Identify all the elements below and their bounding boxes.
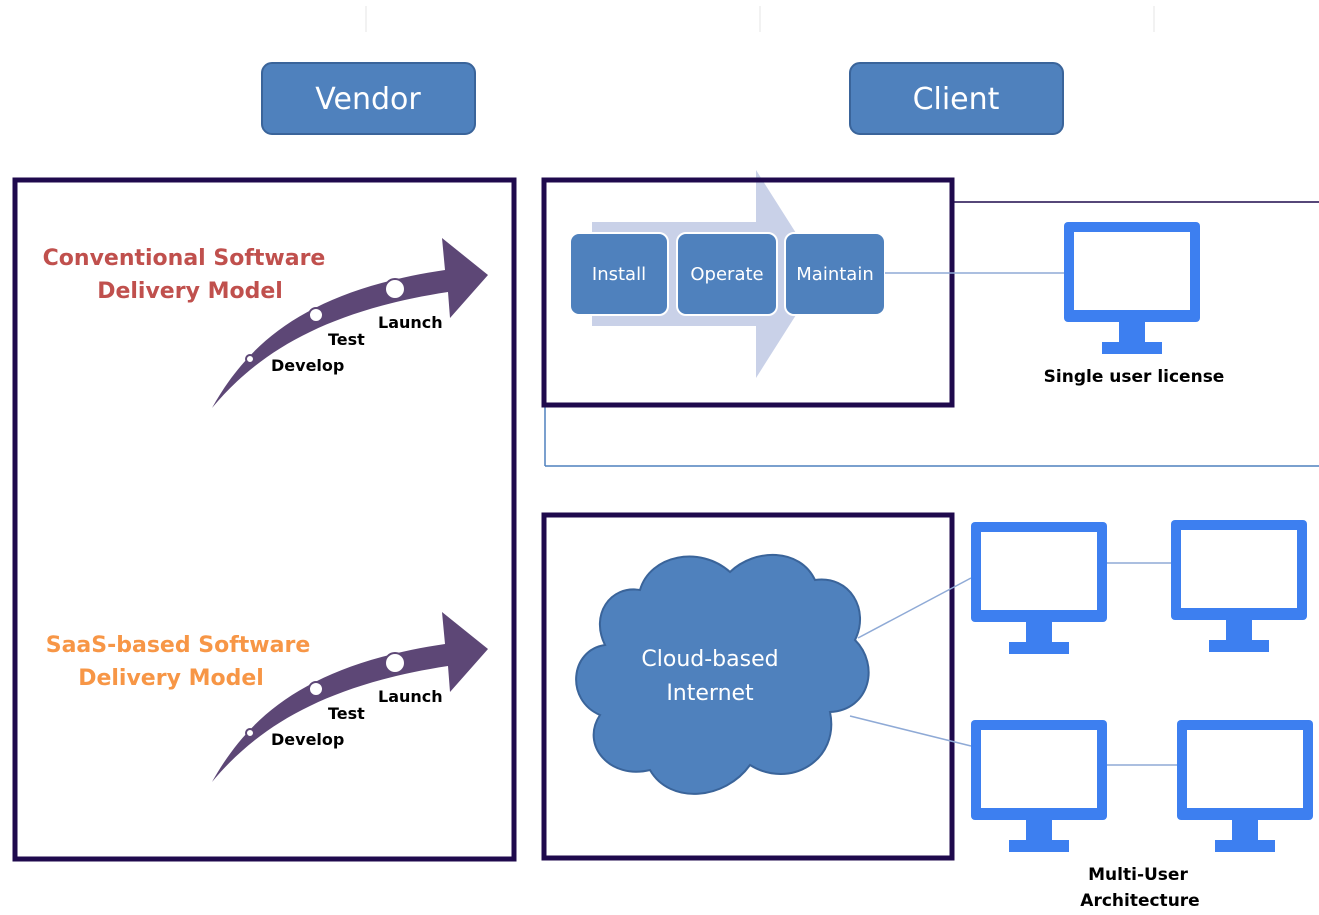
develop-milestone-dot: [245, 728, 255, 738]
cloud-panel: Cloud-based Internet: [541, 512, 955, 861]
client-header: Client: [849, 62, 1064, 135]
multi-user-caption-line1: Multi-User: [1088, 865, 1188, 885]
saas-stage-develop: Develop: [271, 730, 344, 749]
vendor-header: Vendor: [261, 62, 476, 135]
launch-milestone-dot: [384, 652, 406, 674]
cloud-to-top-connector: [857, 577, 972, 639]
cloud-to-bottom-connector: [849, 715, 972, 747]
process-frame: [541, 177, 955, 408]
single-user-monitor-icon: [1064, 222, 1200, 354]
conventional-growth-arrow: [212, 238, 488, 408]
test-milestone-dot: [308, 681, 324, 697]
saas-title-line1: SaaS-based Software: [46, 633, 311, 658]
saas-stage-test: Test: [328, 704, 365, 723]
vendor-header-label: Vendor: [315, 82, 421, 117]
client-header-label: Client: [913, 82, 1000, 117]
cloud-frame: [541, 512, 955, 861]
multi-user-caption-line2: Architecture: [1080, 891, 1199, 911]
monitor-icon: [1177, 720, 1313, 852]
cloud-label-line1: Cloud-based: [641, 647, 778, 672]
cloud-icon: [575, 553, 870, 795]
multi-user-architecture: Multi-User Architecture: [849, 520, 1313, 911]
saas-title-line2: Delivery Model: [78, 666, 264, 691]
operate-step: [676, 232, 778, 316]
install-step: [569, 232, 669, 316]
maintain-step: [784, 232, 886, 316]
conventional-stage-test: Test: [328, 330, 365, 349]
saas-model: SaaS-based Software Delivery Model Devel…: [46, 612, 488, 782]
develop-milestone-dot: [245, 354, 255, 364]
conventional-stage-develop: Develop: [271, 356, 344, 375]
conventional-title-line1: Conventional Software: [43, 246, 326, 271]
install-step-label: Install: [592, 264, 646, 285]
single-user-caption: Single user license: [1044, 367, 1225, 387]
saas-growth-arrow: [212, 612, 488, 782]
conventional-title-line2: Delivery Model: [97, 279, 283, 304]
test-milestone-dot: [308, 307, 324, 323]
single-user-connector-frame: [544, 201, 1319, 467]
monitor-icon: [971, 720, 1107, 852]
vendor-frame: [12, 177, 517, 862]
top-separators: [365, 6, 1155, 32]
maintain-step-label: Maintain: [796, 264, 873, 285]
monitor-icon: [1171, 520, 1307, 652]
cloud-label-line2: Internet: [666, 681, 754, 706]
monitor-icon: [971, 522, 1107, 654]
single-user-license: Single user license: [885, 222, 1224, 387]
process-panel: Install Operate Maintain: [541, 170, 955, 408]
operate-step-label: Operate: [690, 264, 763, 285]
conventional-model: Conventional Software Delivery Model Dev…: [43, 238, 488, 408]
conventional-stage-launch: Launch: [378, 313, 443, 332]
saas-stage-launch: Launch: [378, 687, 443, 706]
launch-milestone-dot: [384, 278, 406, 300]
